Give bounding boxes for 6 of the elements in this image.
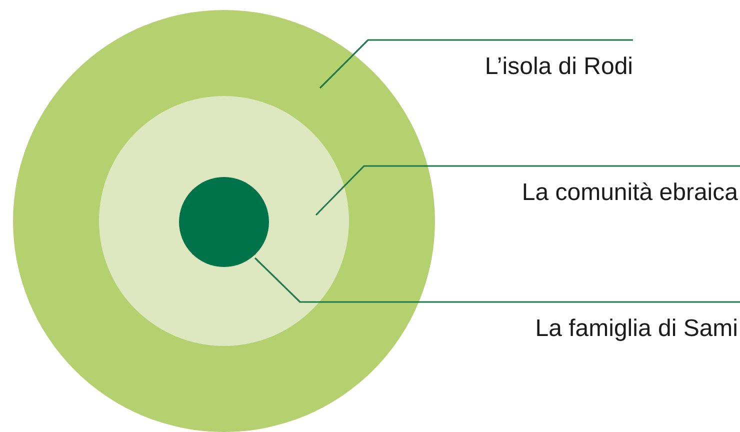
leader-line [319,39,633,89]
callout-label: La famiglia di Sami [535,314,738,344]
callout-label: La comunità ebraica [522,178,738,208]
callout-label: L’isola di Rodi [484,52,633,82]
leader-line [315,165,740,216]
leader-line [254,257,740,303]
